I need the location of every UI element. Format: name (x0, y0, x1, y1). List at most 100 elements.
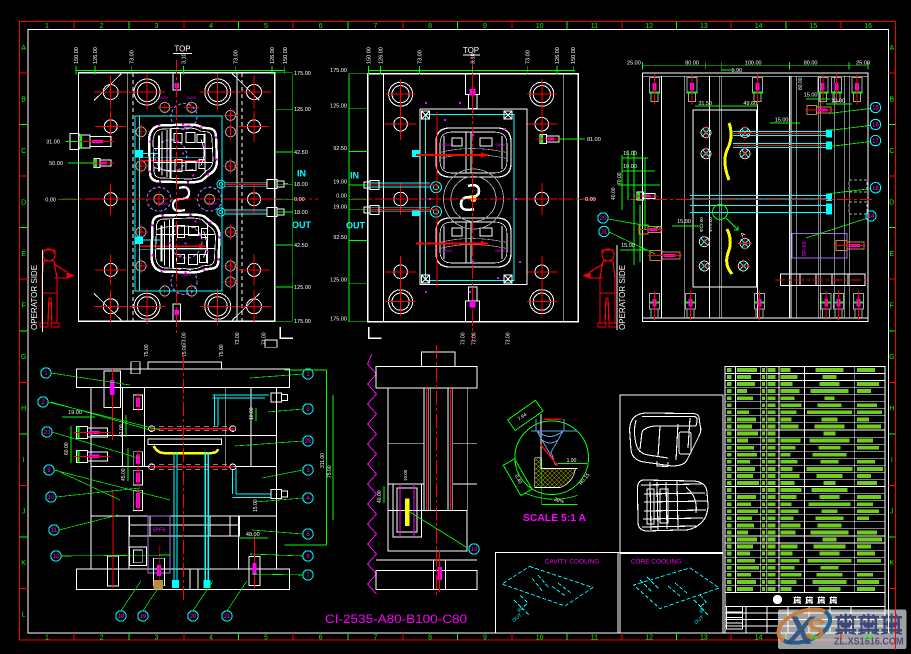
svg-text:SP-65: SP-65 (802, 241, 808, 256)
svg-text:B: B (889, 96, 894, 103)
svg-text:8: 8 (428, 635, 432, 642)
svg-text:TOP: TOP (174, 45, 190, 54)
svg-text:7.94: 7.94 (517, 412, 529, 423)
svg-text:OPERATOR SIDE: OPERATOR SIDE (30, 265, 39, 330)
svg-text:150.00: 150.00 (74, 47, 80, 64)
svg-text:12: 12 (645, 23, 653, 30)
svg-text:150.00: 150.00 (367, 47, 373, 64)
svg-text:12: 12 (645, 635, 653, 642)
svg-text:15: 15 (810, 635, 818, 642)
svg-text:8: 8 (428, 23, 432, 30)
svg-text:311.00: 311.00 (320, 453, 326, 468)
svg-text:G: G (889, 354, 894, 361)
svg-text:40.00: 40.00 (377, 490, 383, 503)
svg-text:15.00: 15.00 (775, 117, 789, 123)
svg-text:TOP: TOP (463, 46, 479, 55)
svg-text:125.00: 125.00 (330, 278, 347, 284)
svg-text:14: 14 (755, 23, 763, 30)
svg-text:0.00: 0.00 (294, 197, 305, 203)
svg-text:150.00: 150.00 (571, 47, 577, 64)
svg-text:OUT: OUT (346, 221, 366, 231)
svg-text:2: 2 (100, 23, 104, 30)
svg-text:05X8: 05X8 (495, 248, 505, 253)
svg-text:9: 9 (483, 23, 487, 30)
svg-text:6: 6 (319, 635, 323, 642)
svg-text:175.00: 175.00 (330, 316, 347, 322)
svg-text:3: 3 (306, 468, 310, 474)
svg-text:126.00: 126.00 (93, 47, 99, 64)
svg-text:80.00: 80.00 (685, 61, 699, 67)
svg-text:49.60: 49.60 (743, 101, 757, 107)
svg-text:H: H (21, 406, 26, 413)
svg-text:150.00: 150.00 (283, 47, 289, 64)
svg-text:23: 23 (44, 430, 51, 436)
svg-text:3: 3 (154, 635, 158, 642)
svg-text:16: 16 (872, 123, 879, 129)
svg-text:10: 10 (536, 635, 544, 642)
svg-text:16: 16 (864, 23, 872, 30)
svg-text:2: 2 (306, 407, 310, 413)
svg-text:13: 13 (700, 635, 708, 642)
svg-text:ZL.XS1616.COM: ZL.XS1616.COM (834, 637, 904, 648)
svg-text:42.50: 42.50 (294, 150, 308, 156)
svg-text:05X8: 05X8 (495, 142, 505, 147)
svg-text:IN: IN (297, 169, 306, 179)
svg-text:IN: IN (350, 171, 359, 181)
svg-text:125.00: 125.00 (294, 107, 311, 113)
svg-text:73.00: 73.00 (234, 50, 240, 64)
svg-text:0.40: 0.40 (513, 474, 523, 486)
svg-text:5: 5 (264, 635, 268, 642)
svg-text:21: 21 (601, 230, 608, 236)
svg-text:50.00: 50.00 (49, 161, 63, 167)
svg-text:73.00: 73.00 (418, 50, 424, 64)
svg-text:0.00: 0.00 (585, 197, 596, 203)
svg-text:CI-2535-A80-B100-C80: CI-2535-A80-B100-C80 (325, 612, 467, 626)
svg-text:11: 11 (591, 635, 598, 642)
svg-text:3: 3 (154, 23, 158, 30)
svg-text:J: J (22, 509, 26, 516)
svg-text:19.00: 19.00 (333, 180, 347, 186)
svg-text:42.00: 42.00 (119, 424, 125, 437)
svg-text:SPFB: SPFB (152, 528, 166, 534)
svg-text:30%: 30% (553, 497, 565, 506)
svg-text:3.10: 3.10 (470, 53, 476, 64)
svg-text:81.00: 81.00 (587, 137, 601, 143)
svg-text:15.00: 15.00 (804, 93, 818, 99)
svg-text:80.00: 80.00 (804, 61, 818, 67)
svg-text:73.00: 73.00 (235, 332, 241, 345)
svg-text:3.10: 3.10 (182, 53, 188, 64)
svg-text:K: K (21, 560, 26, 567)
svg-text:1: 1 (306, 372, 310, 378)
svg-text:20: 20 (600, 216, 607, 222)
svg-text:10.00: 10.00 (403, 469, 408, 481)
svg-text:18: 18 (118, 614, 125, 620)
svg-text:B: B (21, 96, 26, 103)
svg-text:2X05: 2X05 (158, 201, 168, 206)
svg-text:A: A (740, 232, 747, 239)
svg-text:2X05: 2X05 (181, 272, 191, 277)
svg-text:31.00: 31.00 (46, 140, 60, 146)
svg-text:73.00: 73.00 (182, 332, 188, 345)
svg-text:F: F (890, 303, 894, 310)
svg-text:20: 20 (190, 614, 197, 620)
svg-text:20.00: 20.00 (831, 99, 845, 105)
svg-text:Φ75.00: Φ75.00 (708, 217, 713, 232)
svg-text:13: 13 (471, 547, 478, 553)
svg-text:19: 19 (140, 614, 147, 620)
svg-text:4: 4 (209, 635, 213, 642)
svg-text:CAVITY COOLING: CAVITY COOLING (545, 559, 600, 566)
svg-text:14: 14 (868, 214, 875, 220)
svg-text:175.00: 175.00 (294, 71, 311, 77)
svg-text:73.00: 73.00 (461, 332, 467, 345)
svg-text:75.00: 75.00 (219, 344, 225, 357)
svg-text:Φ12.00: Φ12.00 (699, 217, 704, 232)
svg-text:1.90: 1.90 (731, 68, 742, 74)
svg-text:31.50: 31.50 (698, 101, 712, 107)
svg-text:126.00: 126.00 (270, 47, 276, 64)
svg-text:92.50: 92.50 (333, 146, 347, 152)
svg-text:5: 5 (264, 23, 268, 30)
svg-text:OUT: OUT (693, 615, 705, 626)
svg-text:0.00: 0.00 (45, 198, 56, 204)
svg-text:9: 9 (483, 635, 487, 642)
svg-text:1: 1 (44, 371, 48, 377)
